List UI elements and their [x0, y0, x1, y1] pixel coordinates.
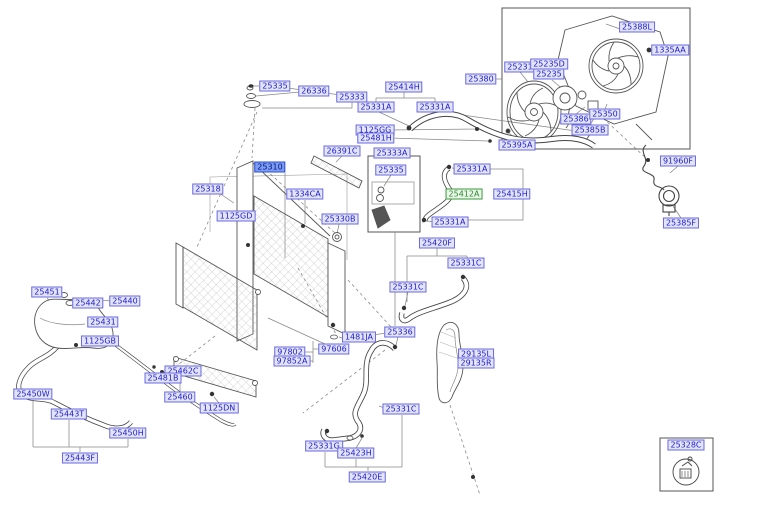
part-label-25331A-28[interactable]: 25331A [453, 163, 491, 175]
part-label-91960F-10[interactable]: 91960F [659, 155, 697, 167]
small-fittings [330, 334, 354, 441]
part-label-25331C-34[interactable]: 25331C [389, 281, 427, 293]
part-label-25443F-54[interactable]: 25443F [61, 452, 99, 464]
part-label-25331C-33[interactable]: 25331C [447, 257, 485, 269]
part-label-29135R-41[interactable]: 29135R [457, 357, 495, 369]
part-label-25481B-56[interactable]: 25481B [144, 372, 182, 384]
part-label-25431-49[interactable]: 25431 [87, 316, 119, 328]
part-label-25481H-19[interactable]: 25481H [357, 132, 395, 144]
air-guard-drawing [436, 322, 464, 404]
part-label-1125GB-50[interactable]: 1125GB [80, 335, 120, 347]
part-label-25414H-15[interactable]: 25414H [385, 81, 423, 93]
part-label-25331A-17[interactable]: 25331A [416, 101, 454, 113]
lower-radiator-hose [398, 276, 470, 324]
fan-blade-drawing [506, 80, 562, 144]
part-label-25386-5[interactable]: 25386 [560, 113, 592, 125]
part-label-1334CA-25[interactable]: 1334CA [286, 188, 324, 200]
part-label-25388L-0[interactable]: 25388L [619, 21, 655, 33]
part-label-25331A-31[interactable]: 25331A [431, 216, 469, 228]
part-label-26391C-20[interactable]: 26391C [323, 145, 361, 157]
part-label-25310-23[interactable]: 25310 [254, 161, 286, 173]
part-label-25420F-32[interactable]: 25420F [418, 237, 456, 249]
part-label-25450W-51[interactable]: 25450W [13, 388, 53, 400]
part-label-25335-22[interactable]: 25335 [375, 164, 407, 176]
part-label-25412A-29[interactable]: 25412A [445, 188, 483, 200]
part-label-25335-12[interactable]: 25335 [259, 80, 291, 92]
part-label-25350-6[interactable]: 25350 [589, 108, 621, 120]
part-label-25462C-55[interactable]: 25462C [164, 365, 202, 377]
part-label-25440-48[interactable]: 25440 [109, 295, 141, 307]
part-label-97852A-39[interactable]: 97852A [273, 355, 311, 367]
part-label-25235-4[interactable]: 25235 [533, 68, 565, 80]
part-label-25331G-43[interactable]: 25331G [305, 440, 343, 452]
part-label-25395A-8[interactable]: 25395A [498, 139, 536, 151]
part-label-25423H-44[interactable]: 25423H [337, 447, 375, 459]
part-label-25333A-21[interactable]: 25333A [373, 147, 411, 159]
legend-box [659, 437, 714, 492]
part-label-25442-47[interactable]: 25442 [72, 297, 104, 309]
part-label-25443T-52[interactable]: 25443T [50, 408, 88, 420]
part-label-25415H-30[interactable]: 25415H [493, 188, 531, 200]
upper-radiator-hose [407, 111, 596, 149]
part-label-25331A-16[interactable]: 25331A [357, 101, 395, 113]
part-label-25330B-27[interactable]: 25330B [321, 213, 359, 225]
condenser-drawing [175, 242, 261, 351]
water-pipe [422, 165, 454, 223]
part-label-25450H-53[interactable]: 25450H [109, 427, 147, 439]
part-label-25385F-11[interactable]: 25385F [662, 217, 700, 229]
part-label-1335AA-1[interactable]: 1335AA [651, 44, 689, 56]
heater-hose [320, 340, 398, 443]
part-label-25333-14[interactable]: 25333 [336, 91, 368, 103]
part-label-26336-13[interactable]: 26336 [298, 85, 330, 97]
part-label-25331C-42[interactable]: 25331C [382, 403, 420, 415]
part-label-25385B-7[interactable]: 25385B [571, 124, 609, 136]
fan-motor-drawing [505, 85, 599, 134]
fan-assembly-box [501, 7, 691, 150]
part-label-25451-46[interactable]: 25451 [31, 286, 63, 298]
wire-connector-drawing [642, 144, 680, 216]
cap-parts-drawing [371, 186, 391, 229]
part-label-1481JA-36[interactable]: 1481JA [341, 331, 377, 343]
part-label-25336-35[interactable]: 25336 [384, 326, 416, 338]
part-label-25460-57[interactable]: 25460 [164, 391, 196, 403]
part-label-1125GD-26[interactable]: 1125GD [216, 210, 256, 222]
part-label-25328C-59[interactable]: 25328C [667, 439, 705, 451]
coolant-symbol-icon [672, 456, 700, 486]
part-label-97606-37[interactable]: 97606 [318, 343, 350, 355]
part-label-25318-24[interactable]: 25318 [192, 183, 224, 195]
part-label-25380-9[interactable]: 25380 [465, 73, 497, 85]
part-label-1125DN-58[interactable]: 1125DN [199, 402, 239, 414]
part-label-25420E-45[interactable]: 25420E [348, 471, 386, 483]
